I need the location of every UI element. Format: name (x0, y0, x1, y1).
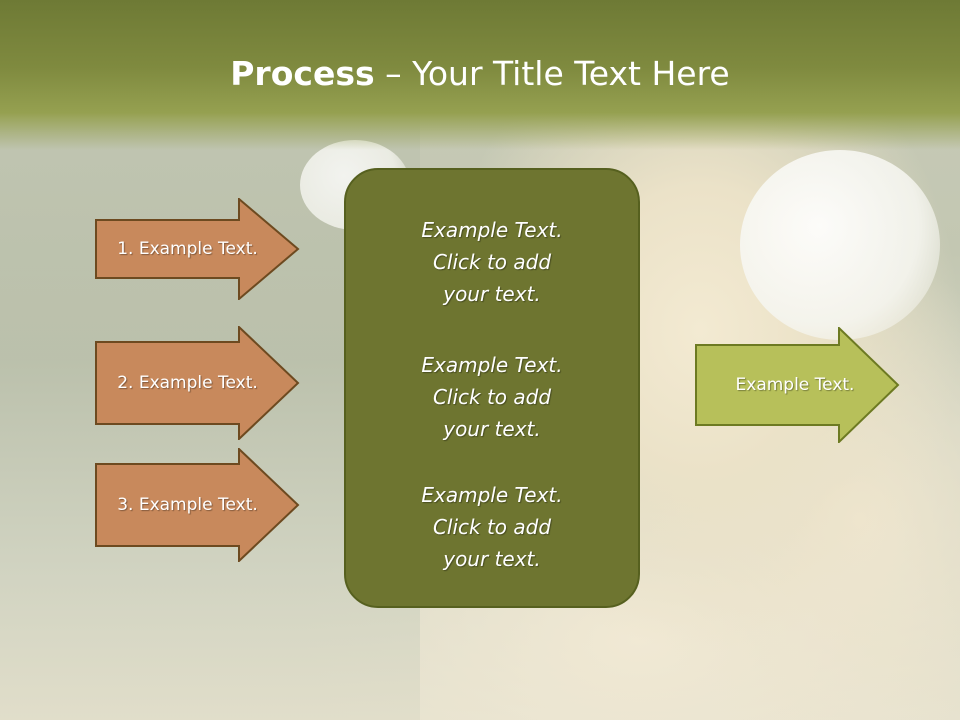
left-arrow-1-label: 1. Example Text. (117, 239, 258, 259)
slide-title: Process – Your Title Text Here (0, 52, 960, 96)
flower-decoration (740, 150, 940, 340)
left-arrow-1[interactable]: 1. Example Text. (95, 198, 300, 300)
title-rest: – Your Title Text Here (374, 54, 730, 93)
arrow-shape (95, 198, 300, 300)
arrow-shape (95, 326, 300, 440)
left-arrow-2-label: 2. Example Text. (117, 373, 258, 393)
left-arrow-3[interactable]: 3. Example Text. (95, 448, 300, 562)
right-arrow[interactable]: Example Text. (695, 327, 900, 443)
center-text-item-2[interactable]: Example Text. Click to add your text. (421, 353, 563, 441)
center-text-box[interactable]: Example Text. Click to add your text. Ex… (344, 168, 640, 608)
arrow-shape (695, 327, 900, 443)
center-text-item-3[interactable]: Example Text. Click to add your text. (421, 483, 563, 571)
left-arrow-3-label: 3. Example Text. (117, 495, 258, 515)
arrow-shape (95, 448, 300, 562)
right-arrow-label: Example Text. (735, 375, 855, 395)
title-bar (0, 0, 960, 150)
center-text-item-1[interactable]: Example Text. Click to add your text. (421, 218, 563, 306)
title-bold: Process (230, 54, 375, 93)
left-arrow-2[interactable]: 2. Example Text. (95, 326, 300, 440)
